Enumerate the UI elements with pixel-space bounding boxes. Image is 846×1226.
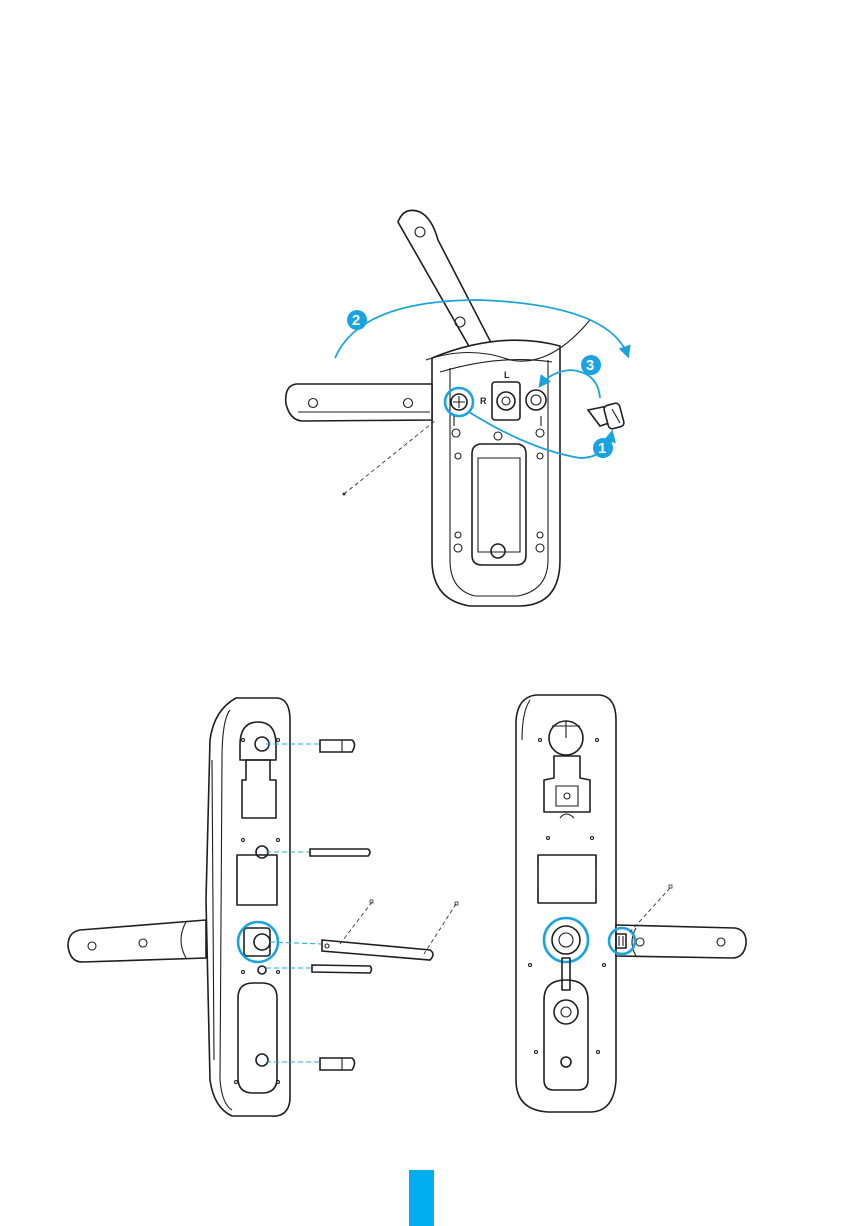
rear-handle [68, 920, 206, 962]
inner-handle [609, 925, 746, 958]
label-left: L [504, 370, 510, 380]
rotating-handle [398, 210, 500, 362]
horizontal-handle [286, 384, 432, 421]
leader-line-spindle-b [424, 904, 456, 954]
figure-handle-reversal: L R [286, 210, 628, 606]
svg-text:2: 2 [352, 312, 360, 329]
step-badge-3: 3 [581, 355, 601, 375]
step-badge-1: 1 [593, 438, 613, 458]
svg-text:3: 3 [586, 357, 594, 374]
figure-inner-panel [516, 695, 746, 1112]
svg-text:1: 1 [598, 440, 606, 457]
removed-screw [588, 402, 625, 429]
label-right: R [480, 396, 487, 406]
leader-line-spindle-a [340, 902, 372, 944]
figure-exploded-rear [68, 698, 458, 1116]
page-tab-marker [409, 1170, 434, 1226]
rear-screws [266, 740, 433, 1070]
long-spindle [322, 940, 433, 960]
lock-back-plate [432, 340, 560, 606]
step-badge-2: 2 [347, 310, 367, 330]
leader-line-handle [344, 420, 436, 494]
